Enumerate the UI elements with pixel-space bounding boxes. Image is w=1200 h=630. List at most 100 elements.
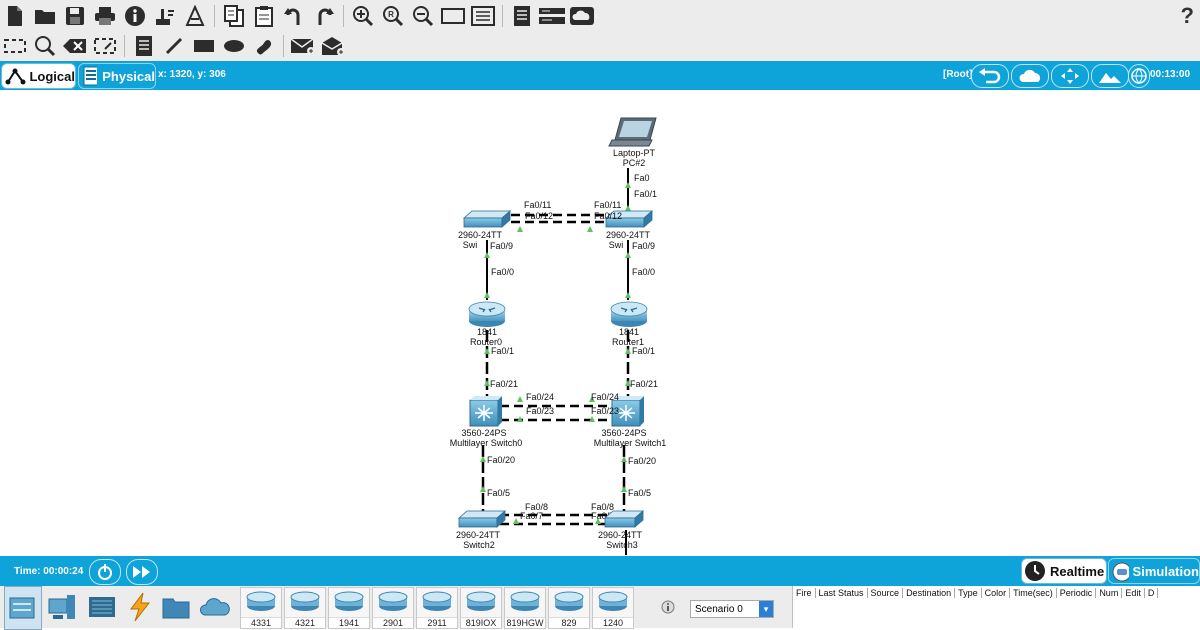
toolbar-separator xyxy=(343,4,344,27)
device-model-1941[interactable]: 1941 xyxy=(328,587,370,629)
pdu-col-type[interactable]: Type xyxy=(955,588,982,598)
ellipse-icon[interactable] xyxy=(219,31,249,61)
zoom-reset-icon[interactable]: R xyxy=(378,1,408,31)
device-model-label: 1941 xyxy=(329,617,369,628)
components-icon[interactable] xyxy=(84,586,120,628)
device-model-label: 2901 xyxy=(373,617,413,628)
time-label: Time: 00:00:24 xyxy=(14,566,84,577)
undo-icon[interactable] xyxy=(279,1,309,31)
end-devices-icon[interactable] xyxy=(44,586,80,628)
back-button[interactable] xyxy=(971,64,1009,88)
globe-icon xyxy=(1131,68,1147,84)
resize-icon[interactable] xyxy=(90,31,120,61)
network-devices-icon[interactable] xyxy=(4,586,42,630)
back-arrow-icon xyxy=(979,68,1001,84)
tab-physical[interactable]: Physical xyxy=(78,63,156,89)
simulation-mode-button[interactable]: Simulation xyxy=(1108,558,1200,584)
port-label: Fa0/24 xyxy=(526,392,554,402)
device-model-2901[interactable]: 2901 xyxy=(372,587,414,629)
device-model-829[interactable]: 829 xyxy=(548,587,590,629)
multiuser-icon[interactable] xyxy=(196,586,232,628)
link-up-indicator xyxy=(625,292,631,298)
copy-icon[interactable] xyxy=(219,1,249,31)
port-label: Fa0/8 xyxy=(591,502,614,512)
cloud-icon[interactable] xyxy=(567,1,597,31)
line-icon[interactable] xyxy=(159,31,189,61)
rectangle-icon[interactable] xyxy=(189,31,219,61)
device-model-4331[interactable]: 4331 xyxy=(240,587,282,629)
inspect-icon[interactable] xyxy=(30,31,60,61)
device-multilayer-switch0[interactable]: 3560-24PS Multilayer Switch0 xyxy=(450,396,523,448)
delete-icon[interactable] xyxy=(60,31,90,61)
connections-icon[interactable] xyxy=(122,586,158,628)
paste-icon[interactable] xyxy=(249,1,279,31)
redo-icon[interactable] xyxy=(309,1,339,31)
select-icon[interactable] xyxy=(0,31,30,61)
power-cycle-button[interactable] xyxy=(89,559,121,585)
device-switch1[interactable]: 2960-24TT Swi xyxy=(604,210,654,250)
switch2-model-label: 2960-24TT xyxy=(456,530,501,540)
note-icon[interactable] xyxy=(129,31,159,61)
freeform-icon[interactable] xyxy=(249,31,279,61)
link-up-indicator xyxy=(517,226,523,232)
save-icon[interactable] xyxy=(60,1,90,31)
router1-model-label: 1841 xyxy=(619,327,639,337)
device-switch2[interactable]: 2960-24TT Switch2 xyxy=(456,510,507,550)
miscellaneous-icon[interactable] xyxy=(158,586,194,628)
pdu-col-time[interactable]: Time(sec) xyxy=(1010,588,1057,598)
device-model-2911[interactable]: 2911 xyxy=(416,587,458,629)
print-icon[interactable] xyxy=(90,1,120,31)
pdu-table[interactable]: Fire Last Status Source Destination Type… xyxy=(792,586,1200,628)
fast-forward-button[interactable] xyxy=(126,559,158,585)
device-model-819hgw[interactable]: 819HGW xyxy=(504,587,546,629)
device-model-4321[interactable]: 4321 xyxy=(284,587,326,629)
port-label: Fa0/8 xyxy=(525,502,548,512)
device-model-819iox[interactable]: 819IOX xyxy=(460,587,502,629)
new-cluster-button[interactable] xyxy=(1011,64,1049,88)
realtime-mode-button[interactable]: Realtime xyxy=(1021,558,1107,584)
device-laptop-pc2[interactable]: Laptop-PT PC#2 xyxy=(608,117,657,168)
pdu-col-fire[interactable]: Fire xyxy=(793,588,816,598)
add-simple-pdu-icon[interactable] xyxy=(288,31,318,61)
pdu-list-icon[interactable] xyxy=(507,1,537,31)
device-switch0[interactable]: 2960-24TT Swi xyxy=(458,210,512,250)
pdu-col-edit[interactable]: Edit xyxy=(1122,588,1145,598)
scenario-select[interactable]: Scenario 0 ▾ xyxy=(690,600,774,618)
pdu-col-source[interactable]: Source xyxy=(868,588,904,598)
pdu-col-color[interactable]: Color xyxy=(982,588,1011,598)
zoom-out-icon[interactable] xyxy=(408,1,438,31)
viewport-globe-button[interactable] xyxy=(1128,64,1150,88)
pdu-col-periodic[interactable]: Periodic xyxy=(1057,588,1097,598)
scenario-info-icon[interactable] xyxy=(661,600,675,619)
info-icon[interactable] xyxy=(120,1,150,31)
help-button[interactable]: ? xyxy=(1180,2,1194,28)
link-up-indicator xyxy=(625,205,631,211)
device-model-1240[interactable]: 1240 xyxy=(592,587,634,629)
device-switch3[interactable]: 2960-24TT Switch3 xyxy=(598,510,645,550)
open-icon[interactable] xyxy=(30,1,60,31)
drawing-palette-icon[interactable] xyxy=(438,1,468,31)
device-router0[interactable]: 1841 Router0 xyxy=(468,301,506,347)
pdu-col-destination[interactable]: Destination xyxy=(903,588,956,598)
activity-wizard-icon[interactable] xyxy=(180,1,210,31)
move-object-button[interactable] xyxy=(1051,64,1089,88)
pdu-col-last-status[interactable]: Last Status xyxy=(816,588,868,598)
pdu-col-num[interactable]: Num xyxy=(1096,588,1123,598)
device-multilayer-switch1[interactable]: 3560-24PS Multilayer Switch1 xyxy=(594,396,667,448)
add-complex-pdu-icon[interactable] xyxy=(318,31,348,61)
tab-logical[interactable]: Logical xyxy=(1,63,76,89)
root-label[interactable]: [Root] xyxy=(943,69,973,80)
viewport-icon[interactable] xyxy=(537,1,567,31)
custom-devices-icon[interactable] xyxy=(468,1,498,31)
background-image-icon xyxy=(1099,73,1121,83)
zoom-in-icon[interactable] xyxy=(348,1,378,31)
device-router1[interactable]: 1841 Router1 xyxy=(610,301,648,347)
new-icon[interactable] xyxy=(0,1,30,31)
port-label: Fa0/21 xyxy=(490,379,518,389)
set-tiled-background-button[interactable] xyxy=(1091,64,1129,88)
router-icon xyxy=(378,591,408,611)
logical-workspace[interactable]: Laptop-PT PC#2 Fa0 Fa0/1 2960-24TT Swi 2… xyxy=(0,90,1200,555)
pdu-col-delete[interactable]: D xyxy=(1145,588,1159,598)
switch1-name-label: Swi xyxy=(609,240,624,250)
wireless-icon[interactable] xyxy=(150,1,180,31)
